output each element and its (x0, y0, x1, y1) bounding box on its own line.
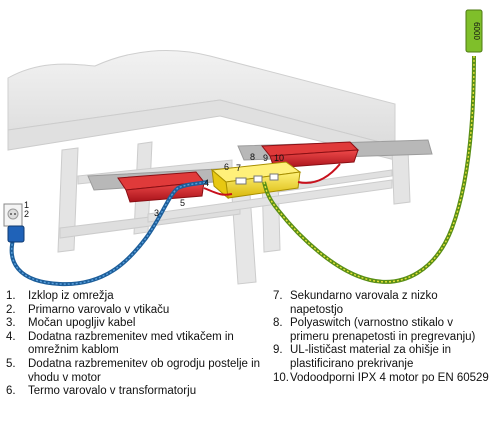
actuator-cable-left (203, 187, 233, 196)
callout-2: 2 (24, 209, 29, 219)
bed-safety-diagram: 6000 1 2 3 4 5 6 7 8 9 10 (3, 9, 483, 287)
mains-plug (7, 225, 25, 243)
legend-item-1: 1.Izklop iz omrežja (6, 290, 114, 302)
callout-5: 5 (180, 198, 185, 208)
legend-item-9: 9.UL-lističast material za ohišje in pla… (273, 344, 452, 370)
legend-item-7: 7.Sekundarno varovala z nizko napetostjo (273, 290, 438, 316)
callout-4: 4 (204, 178, 209, 188)
legend-item-3: 3.Močan upogljiv kabel (6, 317, 136, 330)
legend-right: 7.Sekundarno varovala z nizko napetostjo… (273, 290, 491, 385)
legend-item-2: 2.Primarno varovalo v vtikaču (6, 303, 170, 316)
actuator-cable-right (297, 163, 341, 184)
callout-3: 3 (154, 208, 159, 218)
remote-label: 6000 (472, 22, 481, 40)
legend-item-6: 6.Termo varovalo v transformatorju (6, 385, 197, 398)
callout-1: 1 (24, 200, 29, 210)
legend-left: 1.Izklop iz omrežja 2.Primarno varovalo … (6, 290, 268, 399)
callout-8: 8 (250, 152, 255, 162)
hand-remote: 6000 (465, 9, 483, 53)
callout-7: 7 (236, 163, 241, 173)
legend-item-5: 5.Dodatna razbremenitev ob ogrodju poste… (6, 357, 261, 384)
bed-frame (7, 50, 411, 285)
callout-6: 6 (224, 162, 229, 172)
legend-item-10: 10.Vodoodporni IPX 4 motor po EN 60529 (273, 371, 489, 384)
legend-item-8: 8.Polyaswitch (varnostno stikalo v prime… (273, 317, 476, 343)
callout-10: 10 (274, 153, 284, 163)
wall-socket (3, 203, 23, 227)
callout-9: 9 (263, 153, 268, 163)
legend-item-4: 4.Dodatna razbremenitev med vtikačem in … (6, 330, 234, 357)
